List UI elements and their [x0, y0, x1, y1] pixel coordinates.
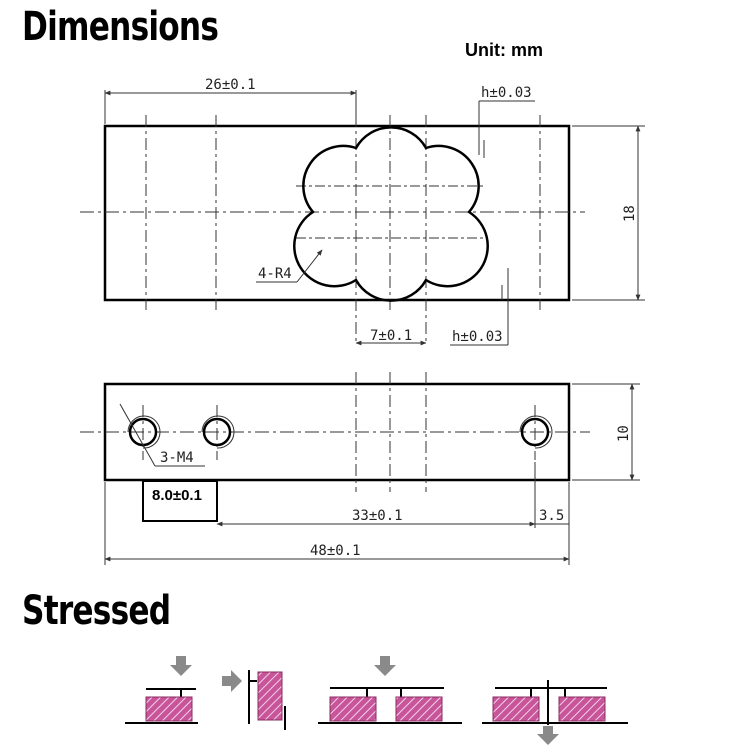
dim-3-m4: 3-M4 — [160, 450, 194, 466]
stressed-title: Stressed — [22, 588, 171, 634]
stress-diagram-2 — [222, 670, 286, 730]
stress-diagram-1 — [125, 656, 198, 724]
dim-8: 8.0±0.1 — [152, 487, 202, 504]
four-lobe-cutout — [293, 126, 489, 302]
stress-diagram-3 — [318, 656, 462, 724]
side-view: 3-M4 10 8.0±0.1 33±0.1 3.5 48±0.1 — [80, 372, 640, 565]
dim-48: 48±0.1 — [310, 543, 361, 559]
dim-h-top: h±0.03 — [481, 85, 532, 101]
dim-18: 18 — [622, 205, 638, 222]
dim-3-5: 3.5 — [539, 508, 564, 524]
dimensions-title: Dimensions — [22, 4, 219, 50]
threaded-hole-2 — [201, 415, 235, 449]
force-arrow-down-icon — [170, 656, 192, 676]
dim-h-bottom: h±0.03 — [452, 329, 503, 345]
force-arrow-right-icon — [222, 670, 242, 692]
force-arrow-down-icon — [537, 726, 559, 745]
top-view: 26±0.1 h±0.03 18 4-R4 7±0.1 h±0.03 — [80, 77, 645, 346]
dim-26: 26±0.1 — [205, 77, 256, 93]
top-view-body — [103, 124, 571, 302]
top-view-vertical-centerlines — [145, 115, 541, 345]
dim-7: 7±0.1 — [370, 328, 412, 344]
force-arrow-down-icon — [374, 656, 396, 676]
dim-10: 10 — [616, 425, 632, 442]
stress-diagram-4 — [482, 680, 628, 745]
unit-label: Unit: mm — [465, 40, 543, 60]
dim-33: 33±0.1 — [352, 508, 403, 524]
dim-4-r4: 4-R4 — [258, 266, 292, 282]
threaded-hole-3 — [519, 415, 553, 449]
